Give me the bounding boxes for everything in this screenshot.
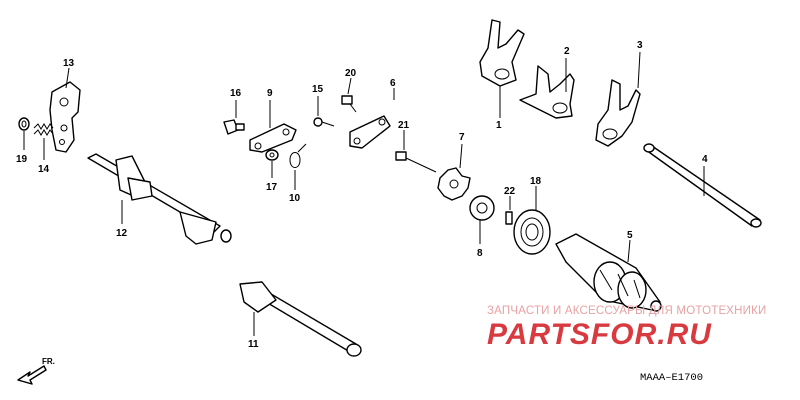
callout-6: 6 xyxy=(390,78,396,89)
part-3-shift-fork xyxy=(595,51,641,147)
callout-5: 5 xyxy=(627,230,633,241)
part-22-pin xyxy=(505,196,513,225)
callout-11: 11 xyxy=(248,339,259,350)
part-21-bolt xyxy=(395,130,437,173)
callout-8: 8 xyxy=(477,248,483,259)
watermark-logo: PARTSFOR.RU xyxy=(487,318,712,351)
part-20-bolt xyxy=(341,77,357,113)
watermark-tagline: ЗАПЧАСТИ И АКСЕССУАРЫ ДЛЯ МОТОТЕХНИКИ xyxy=(487,305,767,317)
front-direction-indicator: FR. xyxy=(17,357,55,385)
part-15-bolt xyxy=(313,96,335,127)
callout-17: 17 xyxy=(266,182,278,193)
part-8-collar xyxy=(469,195,495,244)
callout-7: 7 xyxy=(459,132,465,143)
part-16-bolt xyxy=(223,100,245,135)
callout-16: 16 xyxy=(230,88,242,99)
callout-19: 19 xyxy=(16,154,28,165)
callout-15: 15 xyxy=(312,84,324,95)
part-6-plate xyxy=(349,88,395,149)
callout-14: 14 xyxy=(38,164,50,175)
part-10-spring xyxy=(289,143,307,190)
part-1-shift-fork xyxy=(479,19,525,118)
callout-1: 1 xyxy=(496,120,502,131)
part-14-spring xyxy=(33,123,54,160)
callout-13: 13 xyxy=(63,58,75,69)
part-12-shift-spindle xyxy=(87,153,232,245)
callout-21: 21 xyxy=(398,120,410,131)
part-9-stopper-arm xyxy=(249,100,297,153)
callout-3: 3 xyxy=(637,40,643,51)
callout-12: 12 xyxy=(116,228,128,239)
part-11-shift-shaft xyxy=(239,281,362,357)
callout-18: 18 xyxy=(530,176,542,187)
callout-10: 10 xyxy=(289,193,301,204)
part-5-shift-drum xyxy=(555,233,662,312)
part-7-star-plate xyxy=(437,143,471,201)
callout-9: 9 xyxy=(267,88,273,99)
part-19-washer xyxy=(18,117,30,150)
front-label: FR. xyxy=(42,357,55,366)
part-18-bearing xyxy=(513,186,551,255)
callout-22: 22 xyxy=(504,186,516,197)
part-13-plate xyxy=(49,67,81,153)
callout-2: 2 xyxy=(564,46,570,57)
diagram-code: MAAA–E1700 xyxy=(640,372,704,384)
part-2-shift-fork xyxy=(519,58,575,119)
part-4-fork-shaft xyxy=(643,143,762,228)
callout-4: 4 xyxy=(702,154,708,165)
part-17-washer xyxy=(265,149,279,178)
callout-20: 20 xyxy=(345,68,357,79)
